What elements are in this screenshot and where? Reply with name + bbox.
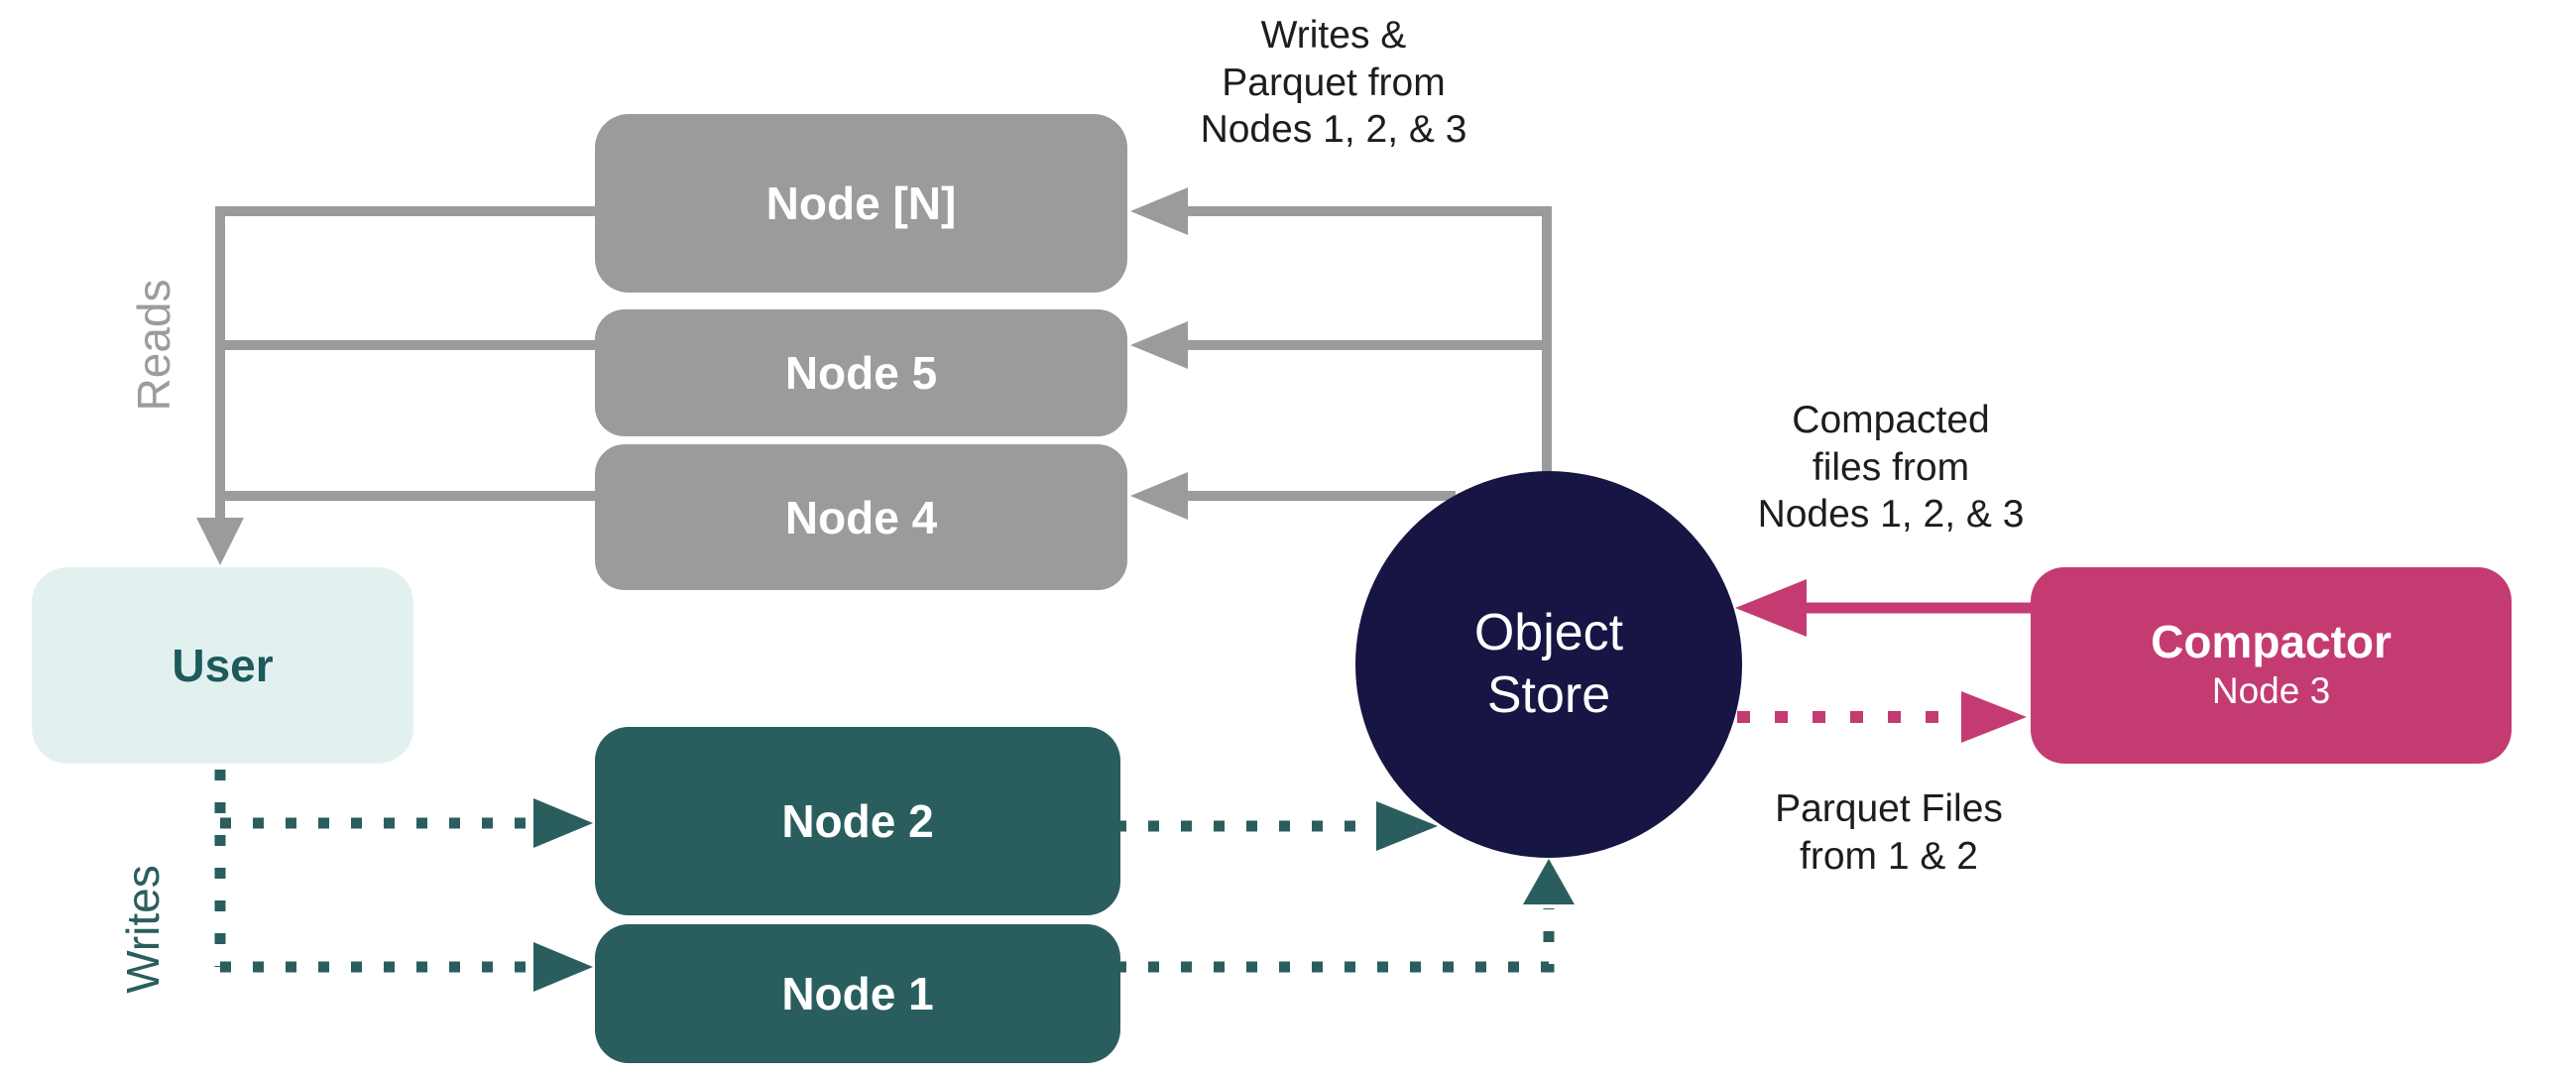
object-store-label: Object Store bbox=[1473, 603, 1624, 724]
node-5-label: Node 5 bbox=[784, 347, 938, 399]
parquet-files-annotation: Parquet Files from 1 & 2 bbox=[1775, 787, 2003, 878]
reads-arrowhead-to-user bbox=[196, 518, 244, 565]
compacted-files-annotation: Compacted files from Nodes 1, 2, & 3 bbox=[1757, 399, 2025, 537]
user-label: User bbox=[172, 640, 274, 691]
node-1-box: Node 1 bbox=[595, 924, 1120, 1063]
writes-axis-label: Writes bbox=[117, 865, 169, 994]
object-store-circle: Object Store bbox=[1355, 471, 1742, 858]
arrowhead-into-node-n bbox=[1130, 187, 1188, 235]
node-5-box: Node 5 bbox=[595, 309, 1127, 436]
compactor-title: Compactor bbox=[2151, 616, 2392, 668]
arrowhead-compactor-into-store bbox=[1735, 579, 1807, 637]
writes-dotted-lines bbox=[214, 770, 531, 973]
arrowhead-node-1-into-store bbox=[1523, 859, 1575, 904]
reads-axis-label: Reads bbox=[128, 279, 179, 412]
writes-parquet-annotation: Writes & Parquet from Nodes 1, 2, & 3 bbox=[1200, 14, 1467, 152]
arrowhead-into-node-4 bbox=[1130, 472, 1188, 520]
node-n-box: Node [N] bbox=[595, 114, 1127, 293]
node-4-box: Node 4 bbox=[595, 444, 1127, 590]
node-4-label: Node 4 bbox=[784, 491, 938, 543]
reads-connector-lines bbox=[215, 206, 602, 520]
arrowhead-into-node-1 bbox=[533, 942, 593, 992]
nodes-to-store-dotted-lines bbox=[1115, 820, 1555, 973]
arrowhead-node-2-into-store bbox=[1376, 801, 1438, 851]
compactor-subtitle: Node 3 bbox=[2211, 670, 2331, 712]
compactor-box: Compactor Node 3 bbox=[2031, 567, 2512, 764]
node-2-label: Node 2 bbox=[781, 795, 934, 847]
node-n-label: Node [N] bbox=[765, 178, 957, 229]
node-1-label: Node 1 bbox=[781, 968, 934, 1019]
node-1-dotted-to-store bbox=[1115, 908, 1555, 973]
object-store-to-nodes-lines bbox=[1182, 206, 1552, 501]
arrowhead-store-into-compactor bbox=[1961, 691, 2027, 743]
user-box: User bbox=[32, 567, 413, 764]
node-2-box: Node 2 bbox=[595, 727, 1120, 915]
arrowhead-into-node-5 bbox=[1130, 321, 1188, 369]
arrowhead-into-node-2 bbox=[533, 798, 593, 848]
